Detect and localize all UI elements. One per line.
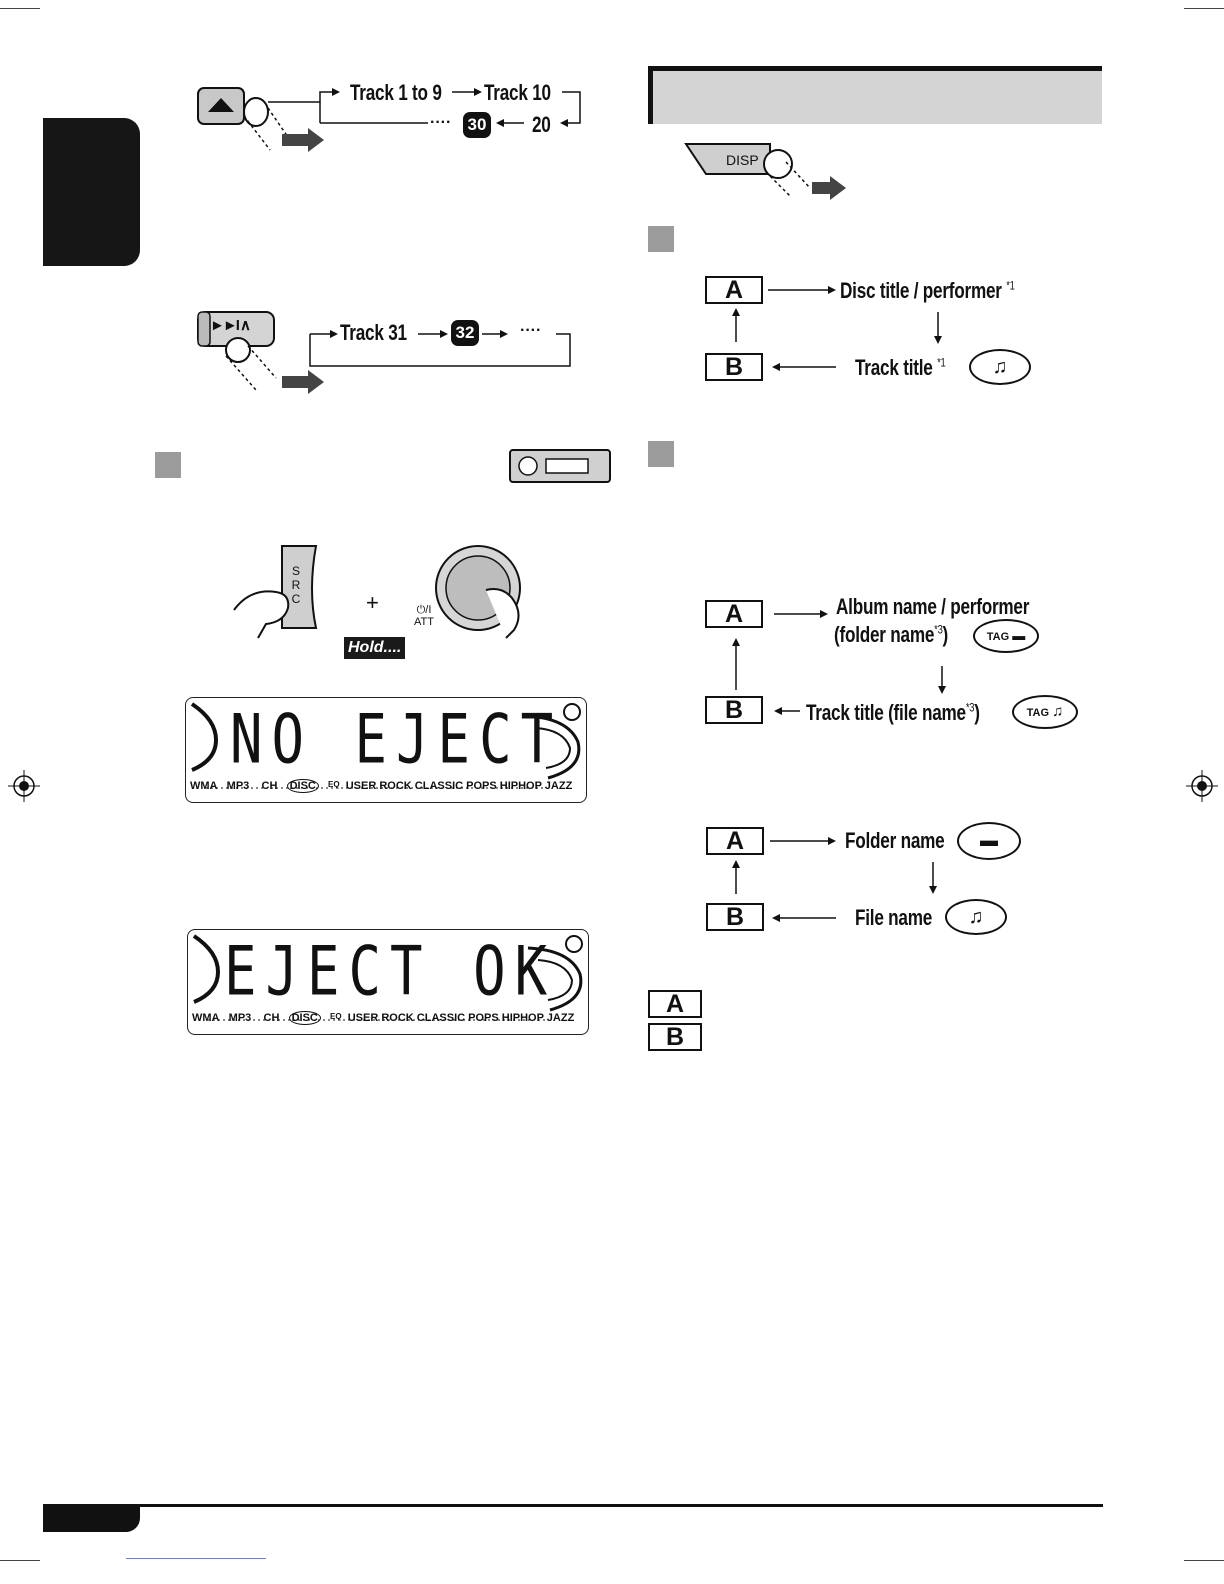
- track-30-badge: 30: [463, 112, 491, 138]
- mode-b-box: B: [706, 903, 764, 931]
- track-10-label: Track 10: [484, 80, 551, 105]
- diagram-arrows: [732, 286, 942, 371]
- track-sequence-arrows: [268, 88, 581, 127]
- src-button-label: S R C: [291, 564, 301, 606]
- registration-mark-icon: [1186, 770, 1218, 802]
- att-knob-press-icon: [435, 545, 521, 639]
- page-number-tab: [43, 1507, 140, 1532]
- disp-button-label: DISP: [726, 152, 759, 168]
- section-header-bar: [648, 66, 1102, 124]
- disc-title-performer-label: Disc title / performer *1: [840, 278, 1015, 303]
- section-marker: [648, 441, 674, 467]
- folder-name-label: (folder name*3): [834, 622, 949, 647]
- diagram-arrows: [732, 610, 946, 715]
- music-note-icon: ♫: [945, 899, 1007, 935]
- crop-mark: [0, 8, 40, 9]
- language-side-tab: [43, 118, 140, 266]
- lcd-main-text: NO EJECT: [230, 700, 563, 779]
- section-marker: [648, 226, 674, 252]
- track-1-to-9-label: Track 1 to 9: [350, 80, 442, 105]
- crop-mark: [1184, 8, 1224, 9]
- up-button-press-icon: [197, 87, 324, 152]
- legend-b-box: B: [648, 1023, 702, 1051]
- hold-label: Hold....: [344, 637, 406, 659]
- lcd-display-no-eject: NO EJECT WMA MP3 CH DISC EQ USER ROCK CL…: [185, 697, 587, 803]
- folder-name-label: Folder name: [845, 828, 945, 853]
- footer-rule: [43, 1504, 1103, 1507]
- folder-icon: ▬: [957, 822, 1021, 860]
- mode-b-box: B: [705, 696, 763, 724]
- lcd-decoration: [192, 934, 583, 1021]
- disp-button-press-icon: [684, 143, 846, 200]
- track-sequence-arrows: [309, 330, 571, 367]
- ellipsis-label: ····: [520, 322, 542, 339]
- crop-mark: [0, 1560, 40, 1561]
- lcd-bottom-row: WMA MP3 CH DISC EQ USER ROCK CLASSIC POP…: [190, 779, 573, 793]
- section-marker: [155, 452, 181, 478]
- mode-a-box: A: [706, 827, 764, 855]
- ellipsis-label: ····: [430, 114, 452, 131]
- lcd-main-text: EJECT OK: [224, 932, 557, 1011]
- crop-mark: [1184, 1560, 1224, 1561]
- mode-b-box: B: [705, 353, 763, 381]
- skip-forward-button-press-icon: [197, 311, 324, 394]
- album-name-performer-label: Album name / performer: [836, 594, 1030, 619]
- diagram-arrows: [732, 837, 937, 922]
- track-31-label: Track 31: [340, 320, 407, 345]
- mode-a-box: A: [705, 276, 763, 304]
- mode-a-box: A: [705, 600, 763, 628]
- legend-a-box: A: [648, 990, 702, 1018]
- tag-music-note-icon: TAG ♫: [1012, 695, 1078, 729]
- lcd-display-eject-ok: EJECT OK WMA MP3 CH DISC EQ USER ROCK CL…: [187, 929, 589, 1035]
- tag-folder-icon: TAG ▬: [973, 619, 1039, 653]
- track-32-badge: 32: [451, 320, 479, 346]
- lcd-bottom-row: WMA MP3 CH DISC EQ USER ROCK CLASSIC POP…: [192, 1011, 575, 1025]
- lcd-decoration: [190, 702, 581, 789]
- registration-mark-icon: [8, 770, 40, 802]
- plus-sign: +: [366, 590, 379, 615]
- att-knob-label: ⏻/I ATT: [414, 604, 434, 628]
- track-title-label: Track title *1: [855, 355, 946, 380]
- file-name-label: File name: [855, 905, 933, 930]
- track-title-file-name-label: Track title (file name*3): [806, 700, 980, 725]
- src-button-press-icon: [233, 545, 318, 639]
- track-20-label: 20: [532, 112, 551, 137]
- crop-mark: [126, 1558, 266, 1559]
- skip-button-symbol: ►►I ∧: [210, 317, 251, 334]
- unit-faceplate-icon: [509, 449, 611, 483]
- music-note-icon: ♫: [969, 349, 1031, 385]
